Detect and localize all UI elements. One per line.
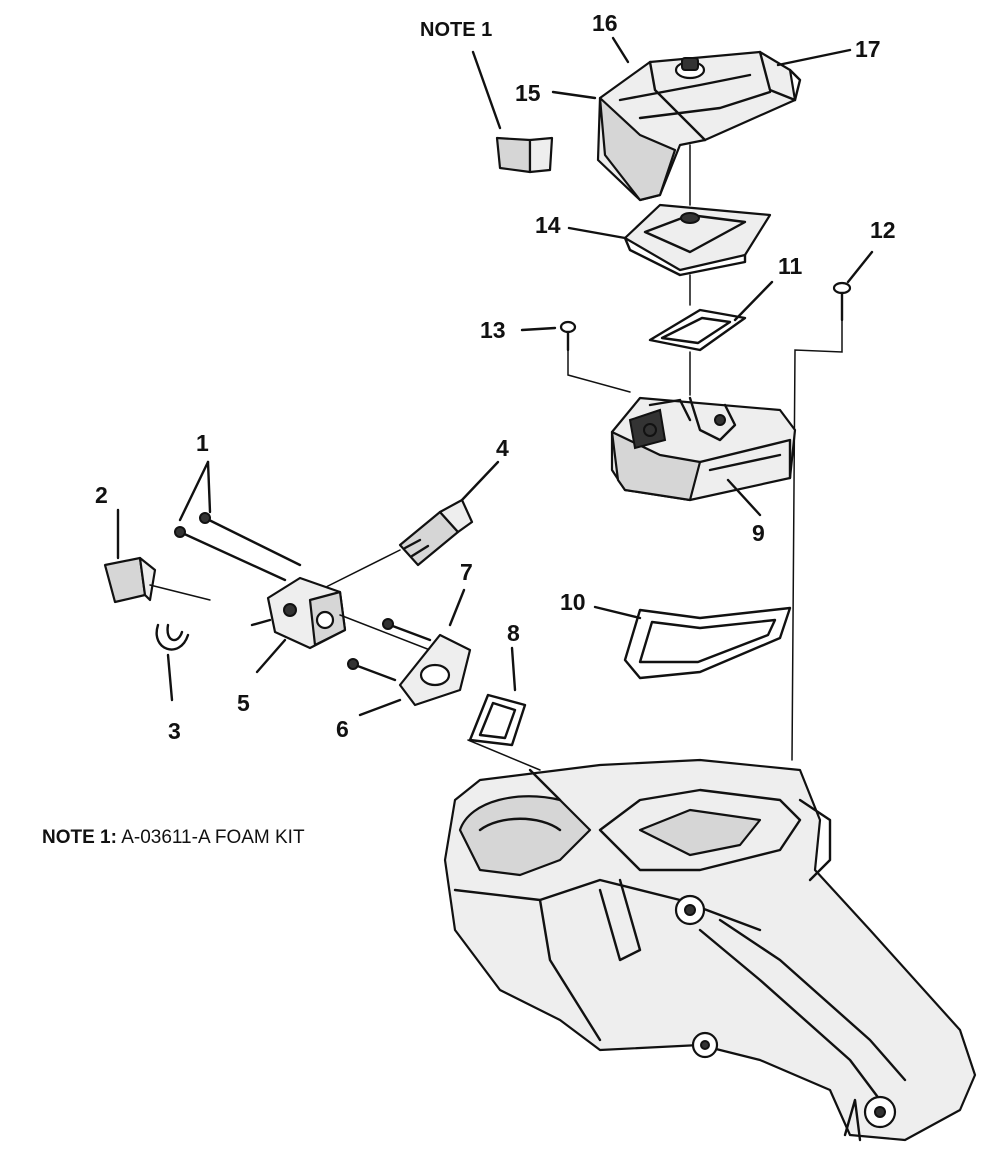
screw-12 (791, 281, 852, 761)
callout-9: 9 (752, 520, 765, 546)
engine-housing (443, 758, 977, 1142)
screw-13 (559, 320, 631, 393)
callout-15: 15 (515, 80, 541, 106)
callout-12: 12 (870, 217, 896, 243)
foam-filter (103, 556, 211, 604)
air-filter-cover (596, 50, 802, 206)
filter-gasket (648, 308, 747, 396)
foam-kit-piece (495, 136, 554, 174)
housing-gasket (623, 606, 792, 680)
carburetor-housing (610, 396, 797, 502)
retaining-clip (155, 623, 190, 651)
callout-5: 5 (237, 690, 250, 716)
carburetor (250, 576, 431, 651)
note-prefix: NOTE 1: (42, 827, 117, 848)
carburetor-bolts (174, 512, 302, 582)
note-callout: NOTE 1 (420, 19, 493, 41)
callout-1: 1 (196, 430, 209, 456)
leader-lines (116, 36, 874, 717)
flange-screws (347, 618, 432, 682)
callout-7: 7 (460, 559, 473, 585)
callout-14: 14 (535, 212, 561, 238)
note-body: A-03611-A FOAM KIT (121, 827, 305, 848)
callout-10: 10 (560, 589, 586, 615)
callout-8: 8 (507, 620, 520, 646)
callout-11: 11 (778, 253, 803, 279)
callout-6: 6 (336, 716, 349, 742)
callout-13: 13 (480, 317, 506, 343)
callout-17: 17 (855, 36, 881, 62)
callout-2: 2 (95, 482, 108, 508)
callout-4: 4 (496, 435, 509, 461)
intake-flange (398, 633, 472, 707)
intake-boot (319, 498, 474, 591)
air-filter (623, 203, 772, 306)
callout-3: 3 (168, 718, 181, 744)
flange-gasket (467, 693, 541, 771)
note-footnote: NOTE 1: A-03611-A FOAM KIT (42, 827, 305, 849)
callout-16: 16 (592, 10, 618, 36)
